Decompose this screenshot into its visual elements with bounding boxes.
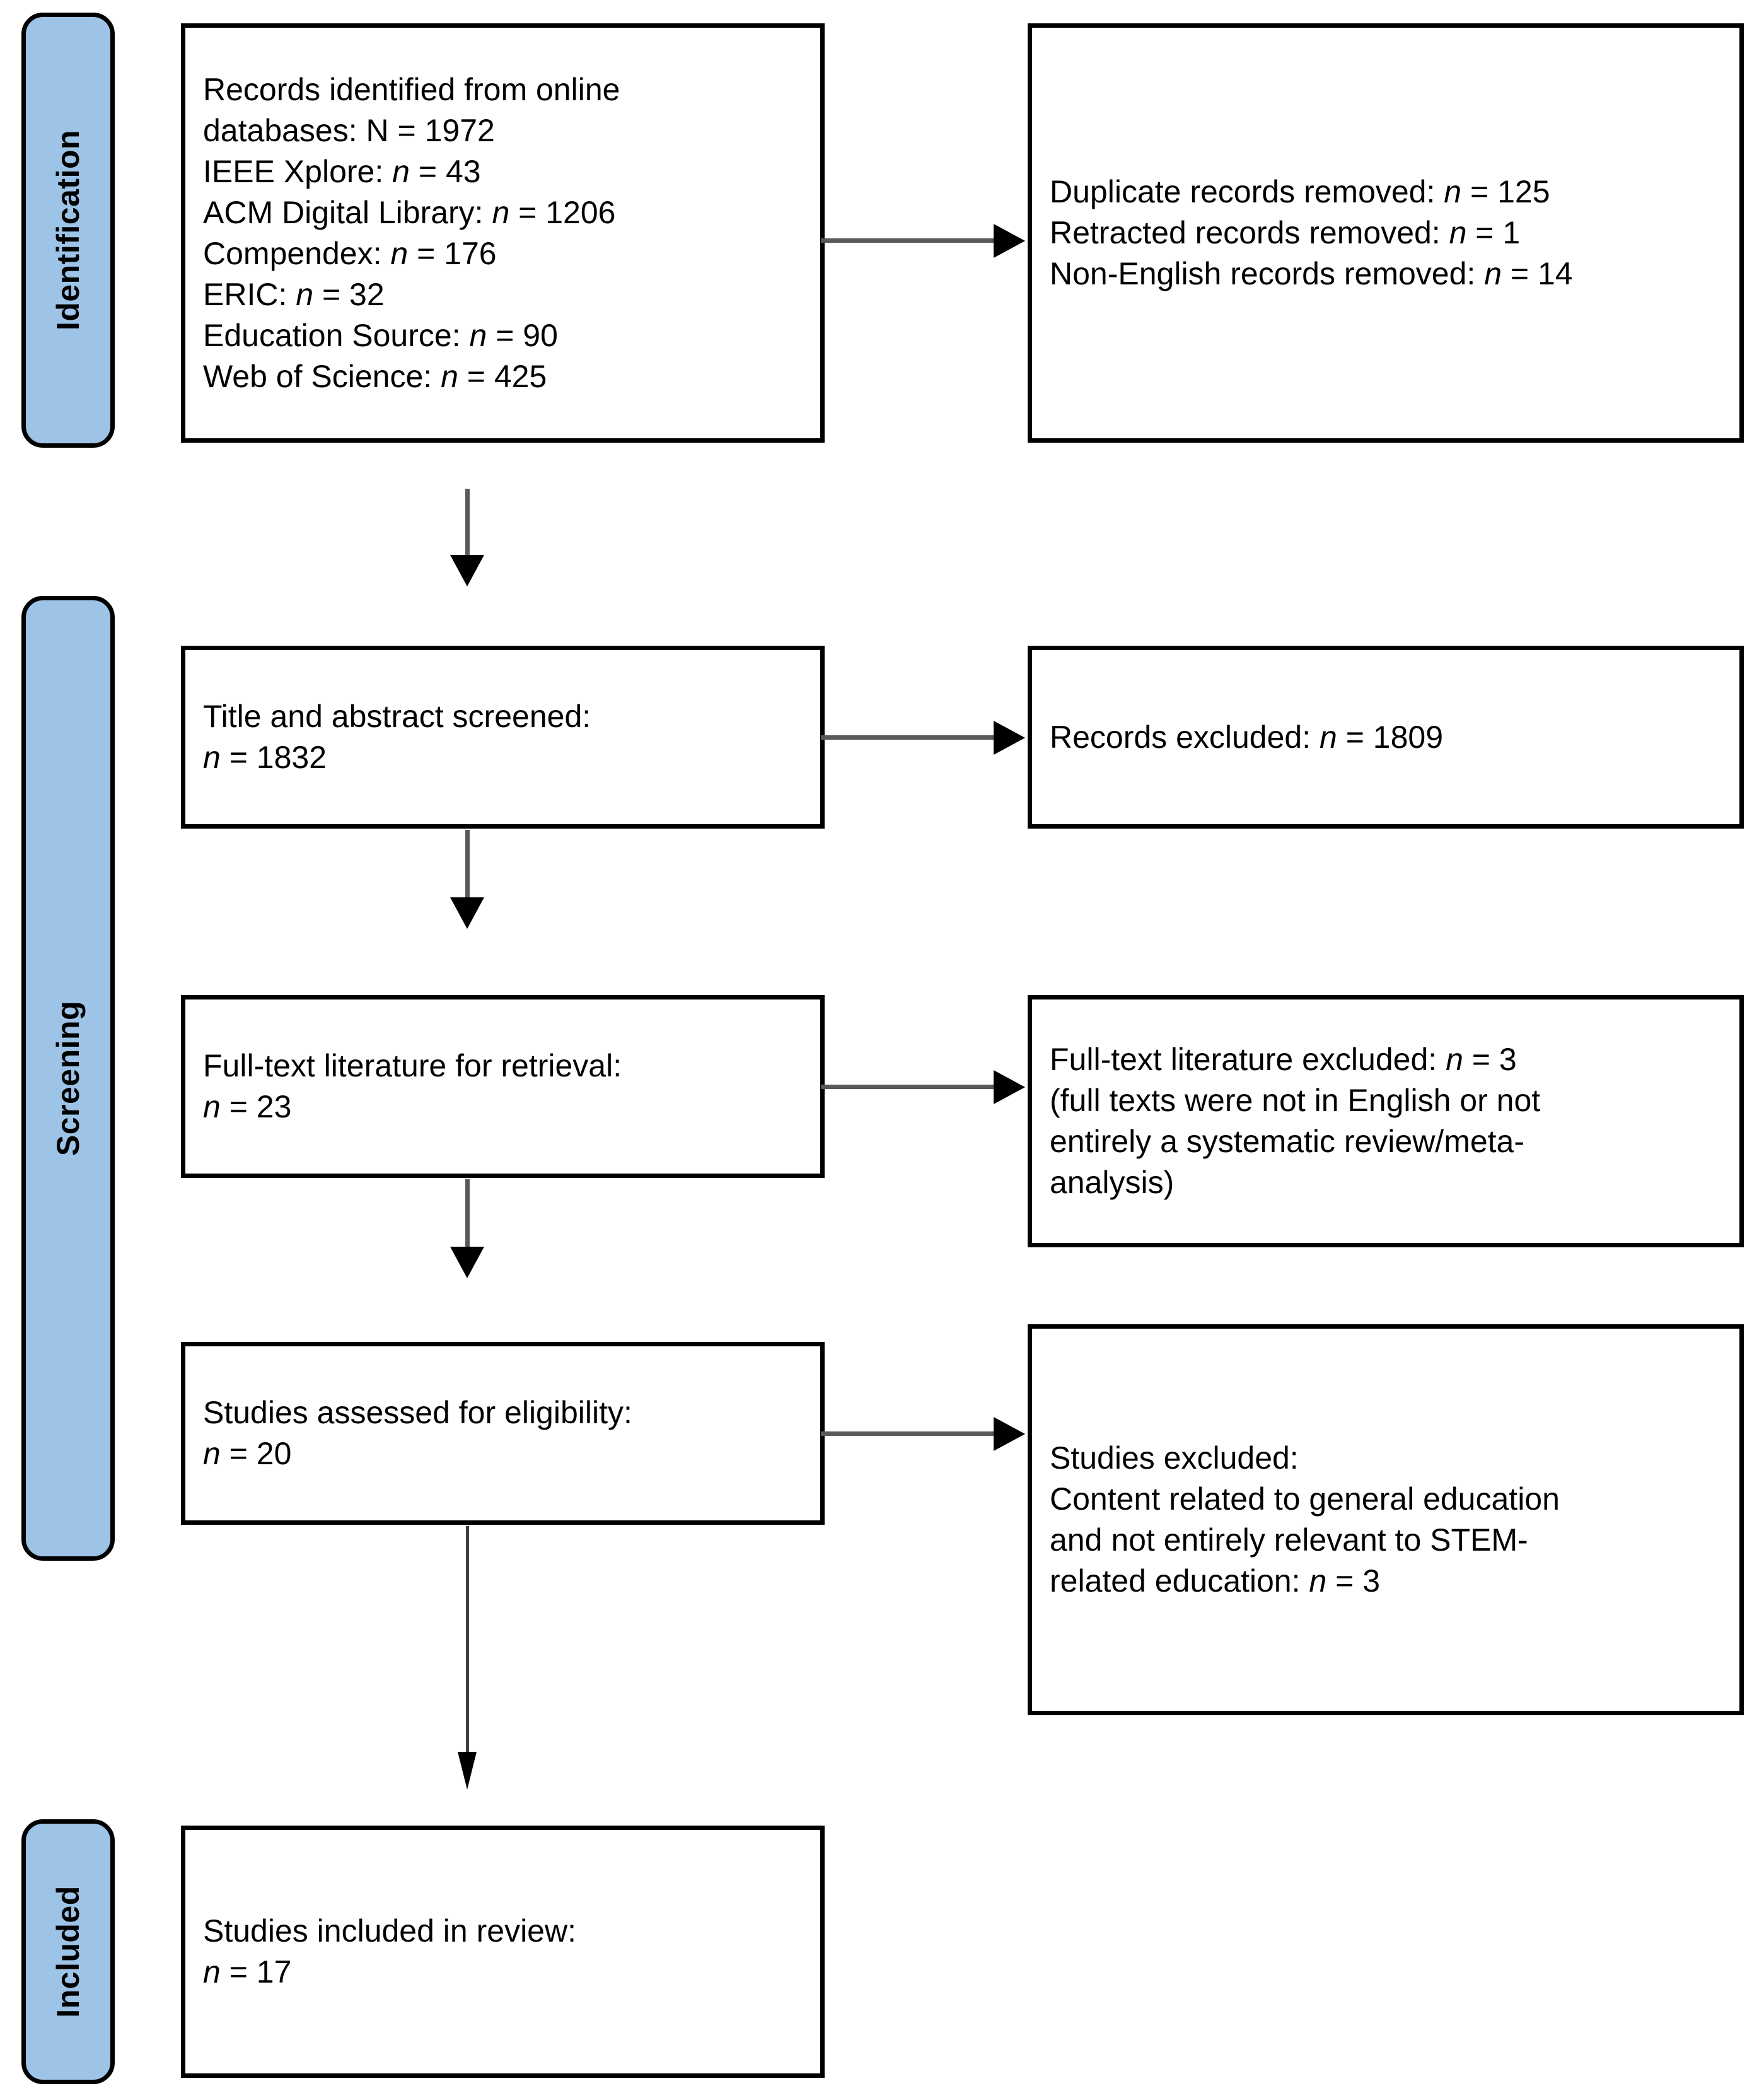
text-line: Studies excluded: (1050, 1440, 1299, 1476)
text-line: Full-text literature excluded: n = 3 (1050, 1042, 1517, 1077)
text-line: Full-text literature for retrieval: (203, 1048, 622, 1083)
stage-label-screening: Screening (50, 1000, 86, 1157)
box-title-abstract-screened-text: Title and abstract screened: n = 1832 (185, 696, 820, 778)
text-line: databases: N = 1972 (203, 112, 495, 148)
text-line: Non-English records removed: n = 14 (1050, 256, 1573, 291)
box-records-excluded: Records excluded: n = 1809 (1028, 646, 1744, 829)
arrowhead-fulltext-to-eligibility (450, 1247, 484, 1278)
text-line: related education: n = 3 (1050, 1563, 1381, 1599)
stage-label-included: Included (50, 1885, 86, 2018)
text-line: Records excluded: n = 1809 (1050, 719, 1444, 755)
text-line: n = 1832 (203, 740, 327, 775)
stage-pill-identification: Identification (21, 13, 115, 448)
box-records-removed: Duplicate records removed: n = 125 Retra… (1028, 23, 1744, 443)
stage-pill-included: Included (21, 1819, 115, 2084)
box-studies-included: Studies included in review: n = 17 (181, 1826, 825, 2078)
connector-identification-to-removed (821, 238, 995, 243)
box-title-abstract-screened: Title and abstract screened: n = 1832 (181, 646, 825, 829)
box-records-identified: Records identified from online databases… (181, 23, 825, 443)
text-line: Content related to general education (1050, 1481, 1560, 1517)
text-line: ERIC: n = 32 (203, 276, 385, 312)
text-line: Studies included in review: (203, 1913, 576, 1949)
text-line: Duplicate records removed: n = 125 (1050, 174, 1550, 209)
arrowhead-screening-to-excluded (994, 721, 1025, 755)
stage-pill-screening: Screening (21, 596, 115, 1561)
text-line: analysis) (1050, 1165, 1175, 1200)
text-line: (full texts were not in English or not (1050, 1083, 1541, 1118)
text-line: Title and abstract screened: (203, 699, 591, 734)
box-fulltext-excluded: Full-text literature excluded: n = 3 (fu… (1028, 995, 1744, 1247)
box-studies-included-text: Studies included in review: n = 17 (185, 1911, 820, 1993)
box-fulltext-excluded-text: Full-text literature excluded: n = 3 (fu… (1032, 1039, 1739, 1203)
connector-screening-to-excluded (821, 735, 995, 740)
connector-identification-to-screening (465, 489, 470, 558)
text-line: Web of Science: n = 425 (203, 358, 547, 394)
connector-screening-to-fulltext (465, 830, 470, 900)
box-records-removed-text: Duplicate records removed: n = 125 Retra… (1032, 172, 1739, 294)
text-line: Retracted records removed: n = 1 (1050, 215, 1521, 250)
box-fulltext-retrieval: Full-text literature for retrieval: n = … (181, 995, 825, 1178)
arrowhead-identification-to-removed (994, 224, 1025, 258)
text-line: ACM Digital Library: n = 1206 (203, 194, 616, 230)
box-fulltext-retrieval-text: Full-text literature for retrieval: n = … (185, 1046, 820, 1128)
connector-fulltext-to-excluded (821, 1085, 995, 1089)
stage-label-identification: Identification (50, 129, 86, 331)
text-line: and not entirely relevant to STEM- (1050, 1522, 1528, 1558)
box-studies-eligibility-text: Studies assessed for eligibility: n = 20 (185, 1392, 820, 1474)
text-line: entirely a systematic review/meta- (1050, 1124, 1525, 1159)
text-line: n = 20 (203, 1436, 292, 1471)
text-line: Compendex: n = 176 (203, 235, 497, 271)
connector-fulltext-to-eligibility (465, 1179, 470, 1250)
box-studies-excluded-text: Studies excluded: Content related to gen… (1032, 1438, 1739, 1602)
box-studies-excluded: Studies excluded: Content related to gen… (1028, 1324, 1744, 1715)
box-records-excluded-text: Records excluded: n = 1809 (1032, 717, 1739, 758)
arrowhead-eligibility-to-excluded (994, 1417, 1025, 1451)
arrowhead-fulltext-to-excluded (994, 1070, 1025, 1104)
text-line: n = 17 (203, 1954, 292, 1990)
text-line: IEEE Xplore: n = 43 (203, 153, 481, 189)
arrowhead-identification-to-screening (450, 555, 484, 586)
text-line: Records identified from online (203, 71, 620, 107)
connector-eligibility-to-included (466, 1526, 469, 1756)
arrowhead-eligibility-to-included (458, 1752, 477, 1790)
text-line: Education Source: n = 90 (203, 317, 558, 353)
box-records-identified-text: Records identified from online databases… (185, 69, 820, 397)
arrowhead-screening-to-fulltext (450, 897, 484, 929)
box-studies-eligibility: Studies assessed for eligibility: n = 20 (181, 1342, 825, 1525)
text-line: n = 23 (203, 1089, 292, 1124)
text-line: Studies assessed for eligibility: (203, 1395, 632, 1430)
connector-eligibility-to-excluded (821, 1431, 995, 1436)
